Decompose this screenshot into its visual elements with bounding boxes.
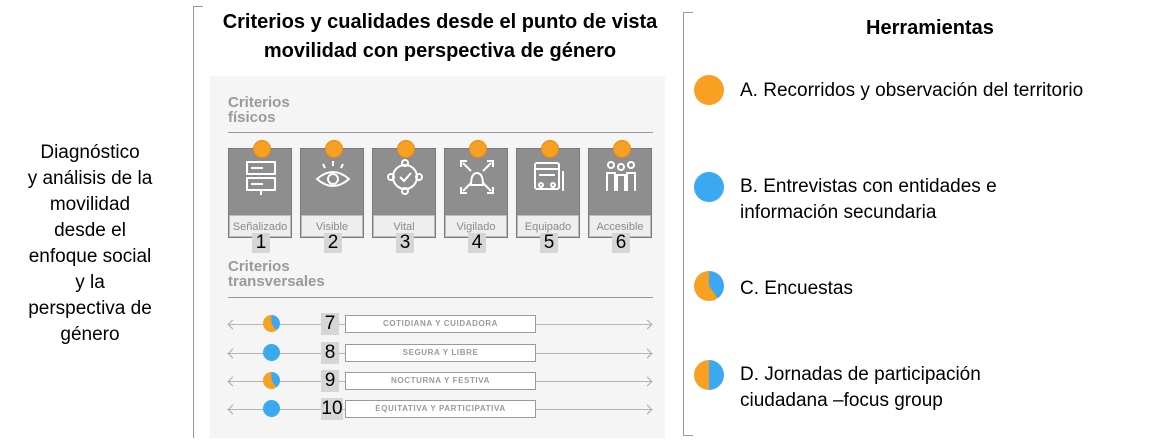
physical-criteria-label: Criterios físicos (228, 94, 290, 126)
orange-marker (469, 140, 487, 158)
orange-marker (613, 140, 631, 158)
transversal-number: 9 (321, 370, 339, 392)
criteria-title: Criterios y cualidades desde el punto de… (222, 11, 658, 62)
orange-marker (694, 75, 724, 105)
transversal-number: 8 (321, 342, 339, 364)
tool-item-c: C. Encuestas (740, 278, 853, 299)
eye-icon (315, 161, 351, 187)
transversal-label: EQUITATIVA Y PARTICIPATIVA (345, 400, 536, 418)
blue-marker (694, 172, 724, 202)
transversal-criteria-label: Criterios transversales (228, 258, 325, 290)
criterion-card-2: Visible (300, 140, 364, 238)
transversal-label: NOCTURNA Y FESTIVA (345, 372, 536, 390)
transversal-number: 10 (321, 398, 343, 420)
transversal-label: SEGURA Y LIBRE (345, 344, 536, 362)
criterion-label: Visible (301, 215, 363, 237)
criterion-card-1: Señalizado (228, 140, 292, 238)
criterion-label: Equipado (517, 215, 579, 237)
criterion-number: 5 (540, 233, 558, 253)
pie-marker (694, 271, 724, 301)
blue-marker (263, 400, 280, 417)
criterion-number: 6 (612, 233, 630, 253)
criterion-card-3: Vital (372, 140, 436, 238)
tool-item-a: A. Recorridos y observación del territor… (740, 80, 1084, 101)
blue-marker (263, 344, 280, 361)
criterion-card-4: Vigilado (444, 140, 508, 238)
physical-criteria-rule (228, 132, 653, 133)
tools-title: Herramientas (866, 17, 994, 39)
transversal-label: COTIDIANA Y CUIDADORA (345, 315, 536, 333)
transversal-number: 7 (321, 313, 339, 335)
orange-marker (253, 140, 271, 158)
criterion-number: 2 (324, 233, 342, 253)
criterion-number: 1 (252, 233, 270, 253)
criterion-number: 4 (468, 233, 486, 253)
left-bracket (193, 6, 203, 438)
orange-marker (325, 140, 343, 158)
people-circle-icon (387, 159, 423, 195)
pie-half-marker (694, 360, 724, 390)
surveillance-icon (460, 160, 494, 194)
pie-marker (263, 315, 280, 332)
pie-marker (263, 372, 280, 389)
orange-marker (541, 140, 559, 158)
transversal-criteria-rule (228, 297, 653, 298)
right-bracket (683, 12, 693, 436)
equipment-icon (534, 162, 564, 191)
tool-item-d: D. Jornadas de participación ciudadana –… (740, 364, 981, 411)
criterion-card-6: Accesible (588, 140, 652, 238)
orange-marker (397, 140, 415, 158)
criterion-number: 3 (396, 233, 414, 253)
criterion-card-5: Equipado (516, 140, 580, 238)
diagnosis-label: Diagnóstico y análisis de la movilidad d… (27, 142, 153, 345)
tool-item-b: B. Entrevistas con entidades e informaci… (740, 176, 997, 223)
family-icon (606, 161, 636, 191)
signage-icon (246, 161, 276, 195)
